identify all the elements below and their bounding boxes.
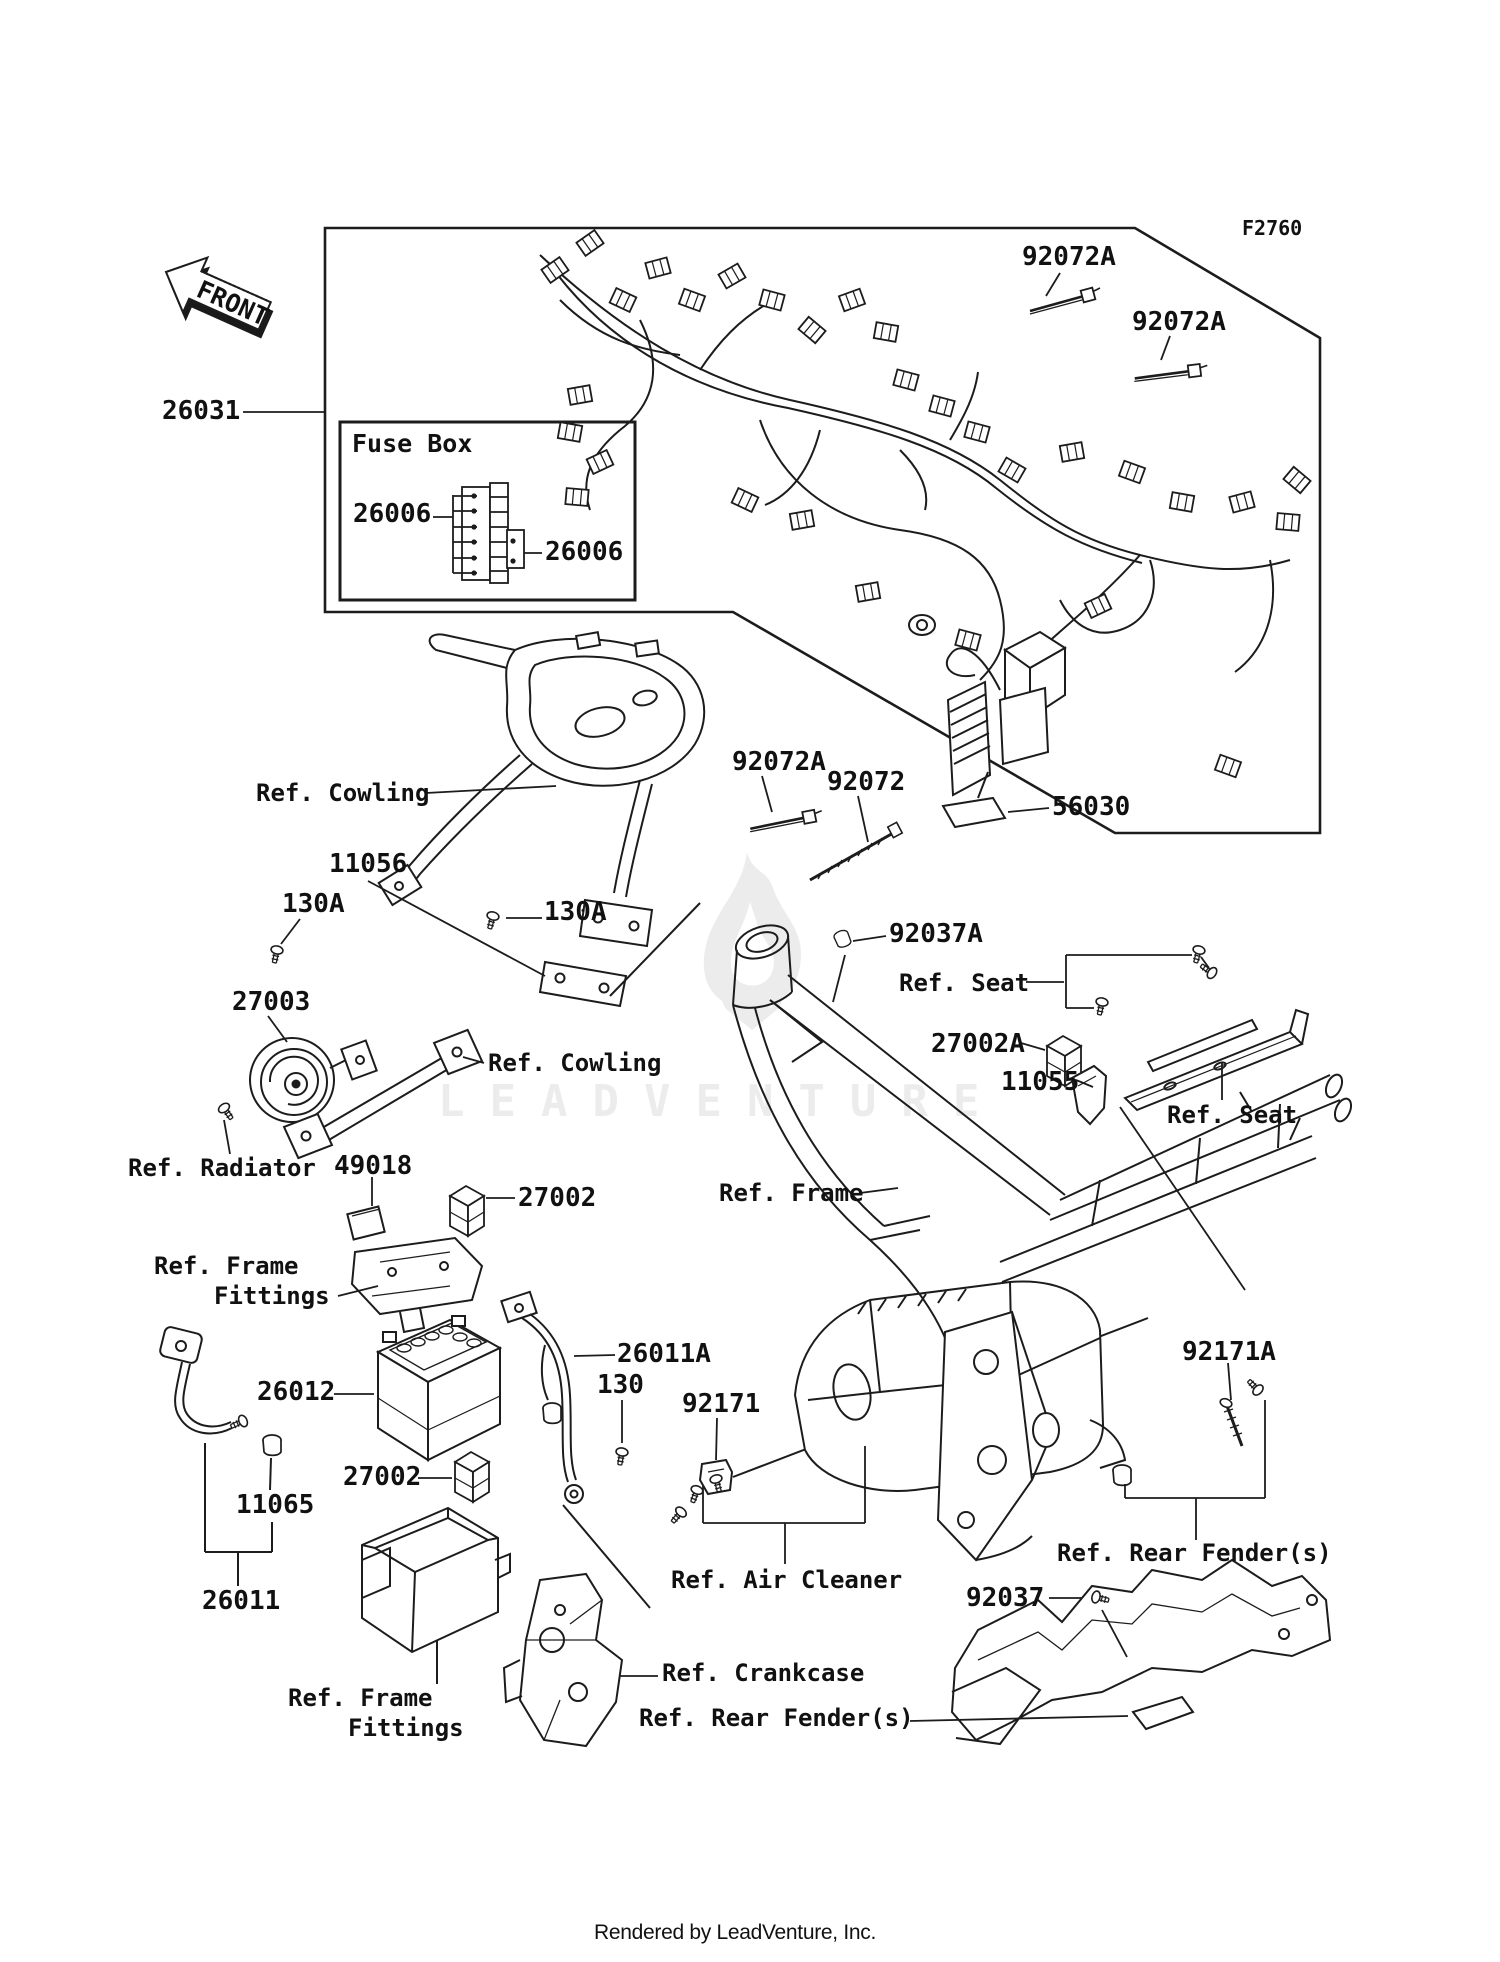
relay-27002-icon	[449, 1185, 485, 1237]
part-label-92037: 92037	[966, 1583, 1045, 1613]
fuse-box-graphic	[433, 482, 542, 584]
part-label-130: 130	[597, 1370, 644, 1400]
watermark-text: LEADVENTURE	[438, 1076, 1005, 1127]
part-label-130a-2: 130A	[544, 897, 607, 927]
battery-case	[361, 1506, 511, 1684]
leader-lines	[223, 272, 1266, 1722]
part-label-11065: 11065	[236, 1490, 315, 1520]
render-credit: Rendered by LeadVenture, Inc.	[594, 1921, 877, 1944]
ref-label-seat-1: Ref. Seat	[899, 969, 1030, 997]
ref-label-air-cleaner: Ref. Air Cleaner	[671, 1566, 903, 1594]
crankcase	[502, 1572, 624, 1748]
part-label-92072a-2: 92072A	[1132, 307, 1226, 337]
small-hardware	[215, 909, 1266, 1731]
part-label-27003: 27003	[232, 987, 311, 1017]
figure-code: F2760	[1242, 216, 1303, 240]
frame	[732, 924, 1353, 1562]
part-label-26006-right: 26006	[545, 537, 624, 567]
ref-label-frame-fittings-2-line1: Ref. Frame	[288, 1684, 433, 1712]
part-label-27002-1: 27002	[518, 1183, 597, 1213]
ref-label-frame-fittings-2-line2: Fittings	[348, 1714, 464, 1742]
part-label-92171: 92171	[682, 1389, 761, 1419]
part-label-130a-1: 130A	[282, 889, 345, 919]
seat-plate	[1123, 1008, 1310, 1112]
cowling-stay	[377, 631, 706, 1008]
cable-26011a	[500, 1290, 651, 1609]
ref-label-frame-fittings-1-line2: Fittings	[214, 1282, 330, 1310]
ref-label-frame: Ref. Frame	[719, 1179, 864, 1207]
part-label-92072a-1: 92072A	[1022, 242, 1116, 272]
part-label-11055: 11055	[1001, 1067, 1080, 1097]
part-label-26012: 26012	[257, 1377, 336, 1407]
relay-27002b-icon	[454, 1451, 490, 1503]
ref-label-seat-2: Ref. Seat	[1167, 1101, 1298, 1129]
part-label-56030: 56030	[1052, 792, 1131, 822]
part-label-92037a: 92037A	[889, 919, 983, 949]
ref-label-rear-fender-2: Ref. Rear Fender(s)	[1057, 1539, 1332, 1567]
ref-label-rear-fender-1: Ref. Rear Fender(s)	[639, 1704, 914, 1732]
wiring-harness	[539, 229, 1312, 829]
harness-box	[323, 226, 1322, 835]
ref-label-crankcase: Ref. Crankcase	[662, 1659, 865, 1687]
bracket-49018	[346, 1205, 484, 1334]
horn	[249, 1037, 378, 1123]
battery-cable-26011	[159, 1326, 282, 1586]
part-label-92072a-3: 92072A	[732, 747, 826, 777]
part-label-26011: 26011	[202, 1586, 281, 1616]
part-label-92171a: 92171A	[1182, 1337, 1276, 1367]
part-label-26011a: 26011A	[617, 1339, 711, 1369]
ref-label-cowling-1: Ref. Cowling	[256, 779, 430, 807]
part-label-92072: 92072	[827, 767, 906, 797]
ref-label-frame-fittings-1-line1: Ref. Frame	[154, 1252, 299, 1280]
fuse-box-title: Fuse Box	[352, 429, 473, 458]
cable-tie-icon	[1028, 286, 1102, 316]
front-arrow: FRONT	[164, 255, 274, 339]
part-label-26031: 26031	[162, 396, 241, 426]
part-label-11056: 11056	[329, 849, 408, 879]
fasteners	[748, 286, 1209, 882]
part-label-49018: 49018	[334, 1151, 413, 1181]
part-label-27002-2: 27002	[343, 1462, 422, 1492]
ref-label-radiator: Ref. Radiator	[128, 1154, 316, 1182]
battery	[375, 1315, 503, 1462]
part-label-26006-left: 26006	[353, 499, 432, 529]
ref-label-cowling-2: Ref. Cowling	[488, 1049, 662, 1077]
bracket-11055	[1070, 1064, 1108, 1126]
part-label-27002a: 27002A	[931, 1029, 1025, 1059]
cowling-brace	[282, 1028, 484, 1160]
